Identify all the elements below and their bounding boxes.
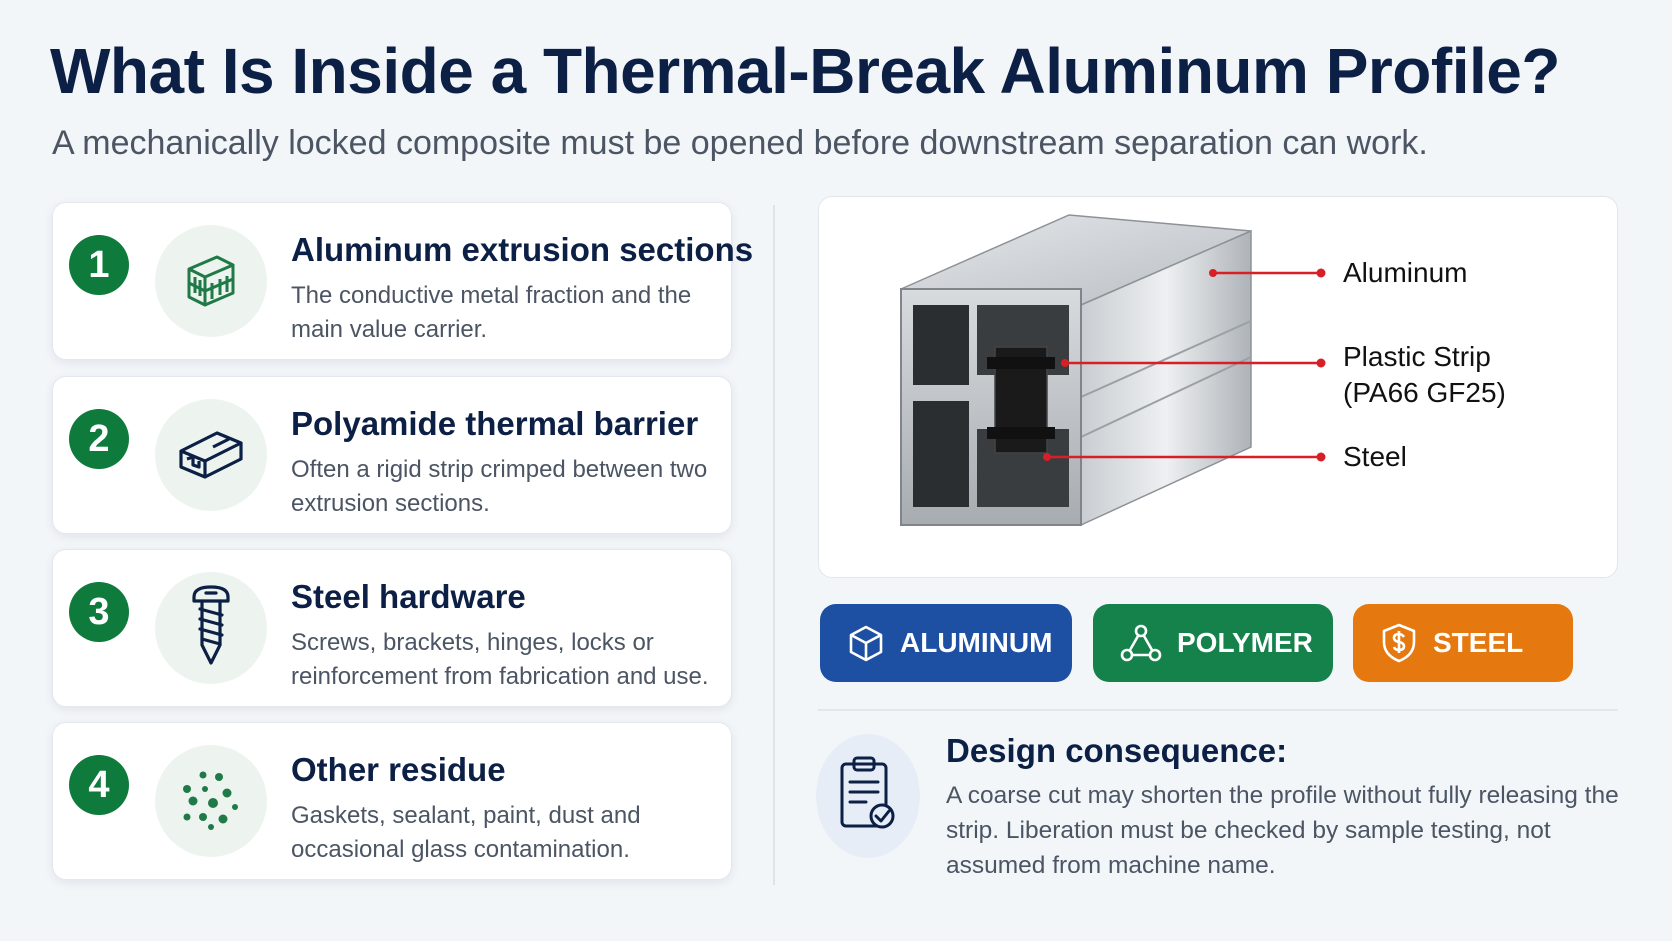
callout-plastic-grade: (PA66 GF25) <box>1343 377 1506 408</box>
number-badge: 1 <box>69 235 129 295</box>
particles-icon <box>179 767 243 836</box>
component-title: Steel hardware <box>291 578 526 615</box>
molecule-icon <box>1119 623 1163 663</box>
shield-dollar-icon <box>1379 622 1419 664</box>
number-badge: 2 <box>69 409 129 469</box>
column-divider <box>773 205 775 885</box>
profile-diagram-panel: Aluminum Plastic Strip (PA66 GF25) Steel <box>818 196 1618 578</box>
badge-steel: STEEL <box>1353 604 1573 682</box>
number-badge: 3 <box>69 582 129 642</box>
component-description: Screws, brackets, hinges, locks or reinf… <box>291 629 709 690</box>
badge-label: ALUMINUM <box>900 627 1053 658</box>
callout-aluminum: Aluminum <box>1343 257 1468 288</box>
component-description: The conductive metal fraction and the ma… <box>291 282 692 343</box>
polyamide-strip-icon <box>173 421 249 490</box>
component-card-residue: 4 Other residue Gaskets, sealant, paint,… <box>52 722 732 880</box>
design-consequence-title: Design consequence: <box>946 732 1288 769</box>
component-card-steel: 3 Steel hardware Screws, brackets, hinge… <box>52 549 732 707</box>
profile-illustration <box>900 214 1326 527</box>
component-card-aluminum: 1 Aluminum extrusion sections The conduc… <box>52 202 753 360</box>
component-description: Often a rigid strip crimped between two … <box>291 456 708 517</box>
callout-steel: Steel <box>1343 441 1407 472</box>
aluminum-profile-icon <box>179 247 243 316</box>
badge-aluminum: ALUMINUM <box>820 604 1072 682</box>
number-badge: 4 <box>69 755 129 815</box>
page-title: What Is Inside a Thermal-Break Aluminum … <box>50 35 1560 107</box>
component-description: Gaskets, sealant, paint, dust and occasi… <box>291 802 641 863</box>
badge-polymer: POLYMER <box>1093 604 1333 682</box>
badge-label: POLYMER <box>1177 627 1313 658</box>
cube-icon <box>846 623 886 663</box>
component-title: Polyamide thermal barrier <box>291 405 699 442</box>
clipboard-check-icon <box>836 754 900 839</box>
screw-icon <box>186 583 236 674</box>
component-card-polyamide: 2 Polyamide thermal barrier Often a rigi… <box>52 376 732 534</box>
component-title: Aluminum extrusion sections <box>291 231 754 268</box>
design-consequence-text: A coarse cut may shorten the profile wit… <box>946 782 1619 879</box>
component-title: Other residue <box>291 751 506 788</box>
callout-plastic-strip: Plastic Strip <box>1343 341 1491 372</box>
page-subtitle: A mechanically locked composite must be … <box>52 124 1428 162</box>
section-divider <box>818 709 1618 711</box>
badge-label: STEEL <box>1433 627 1524 658</box>
